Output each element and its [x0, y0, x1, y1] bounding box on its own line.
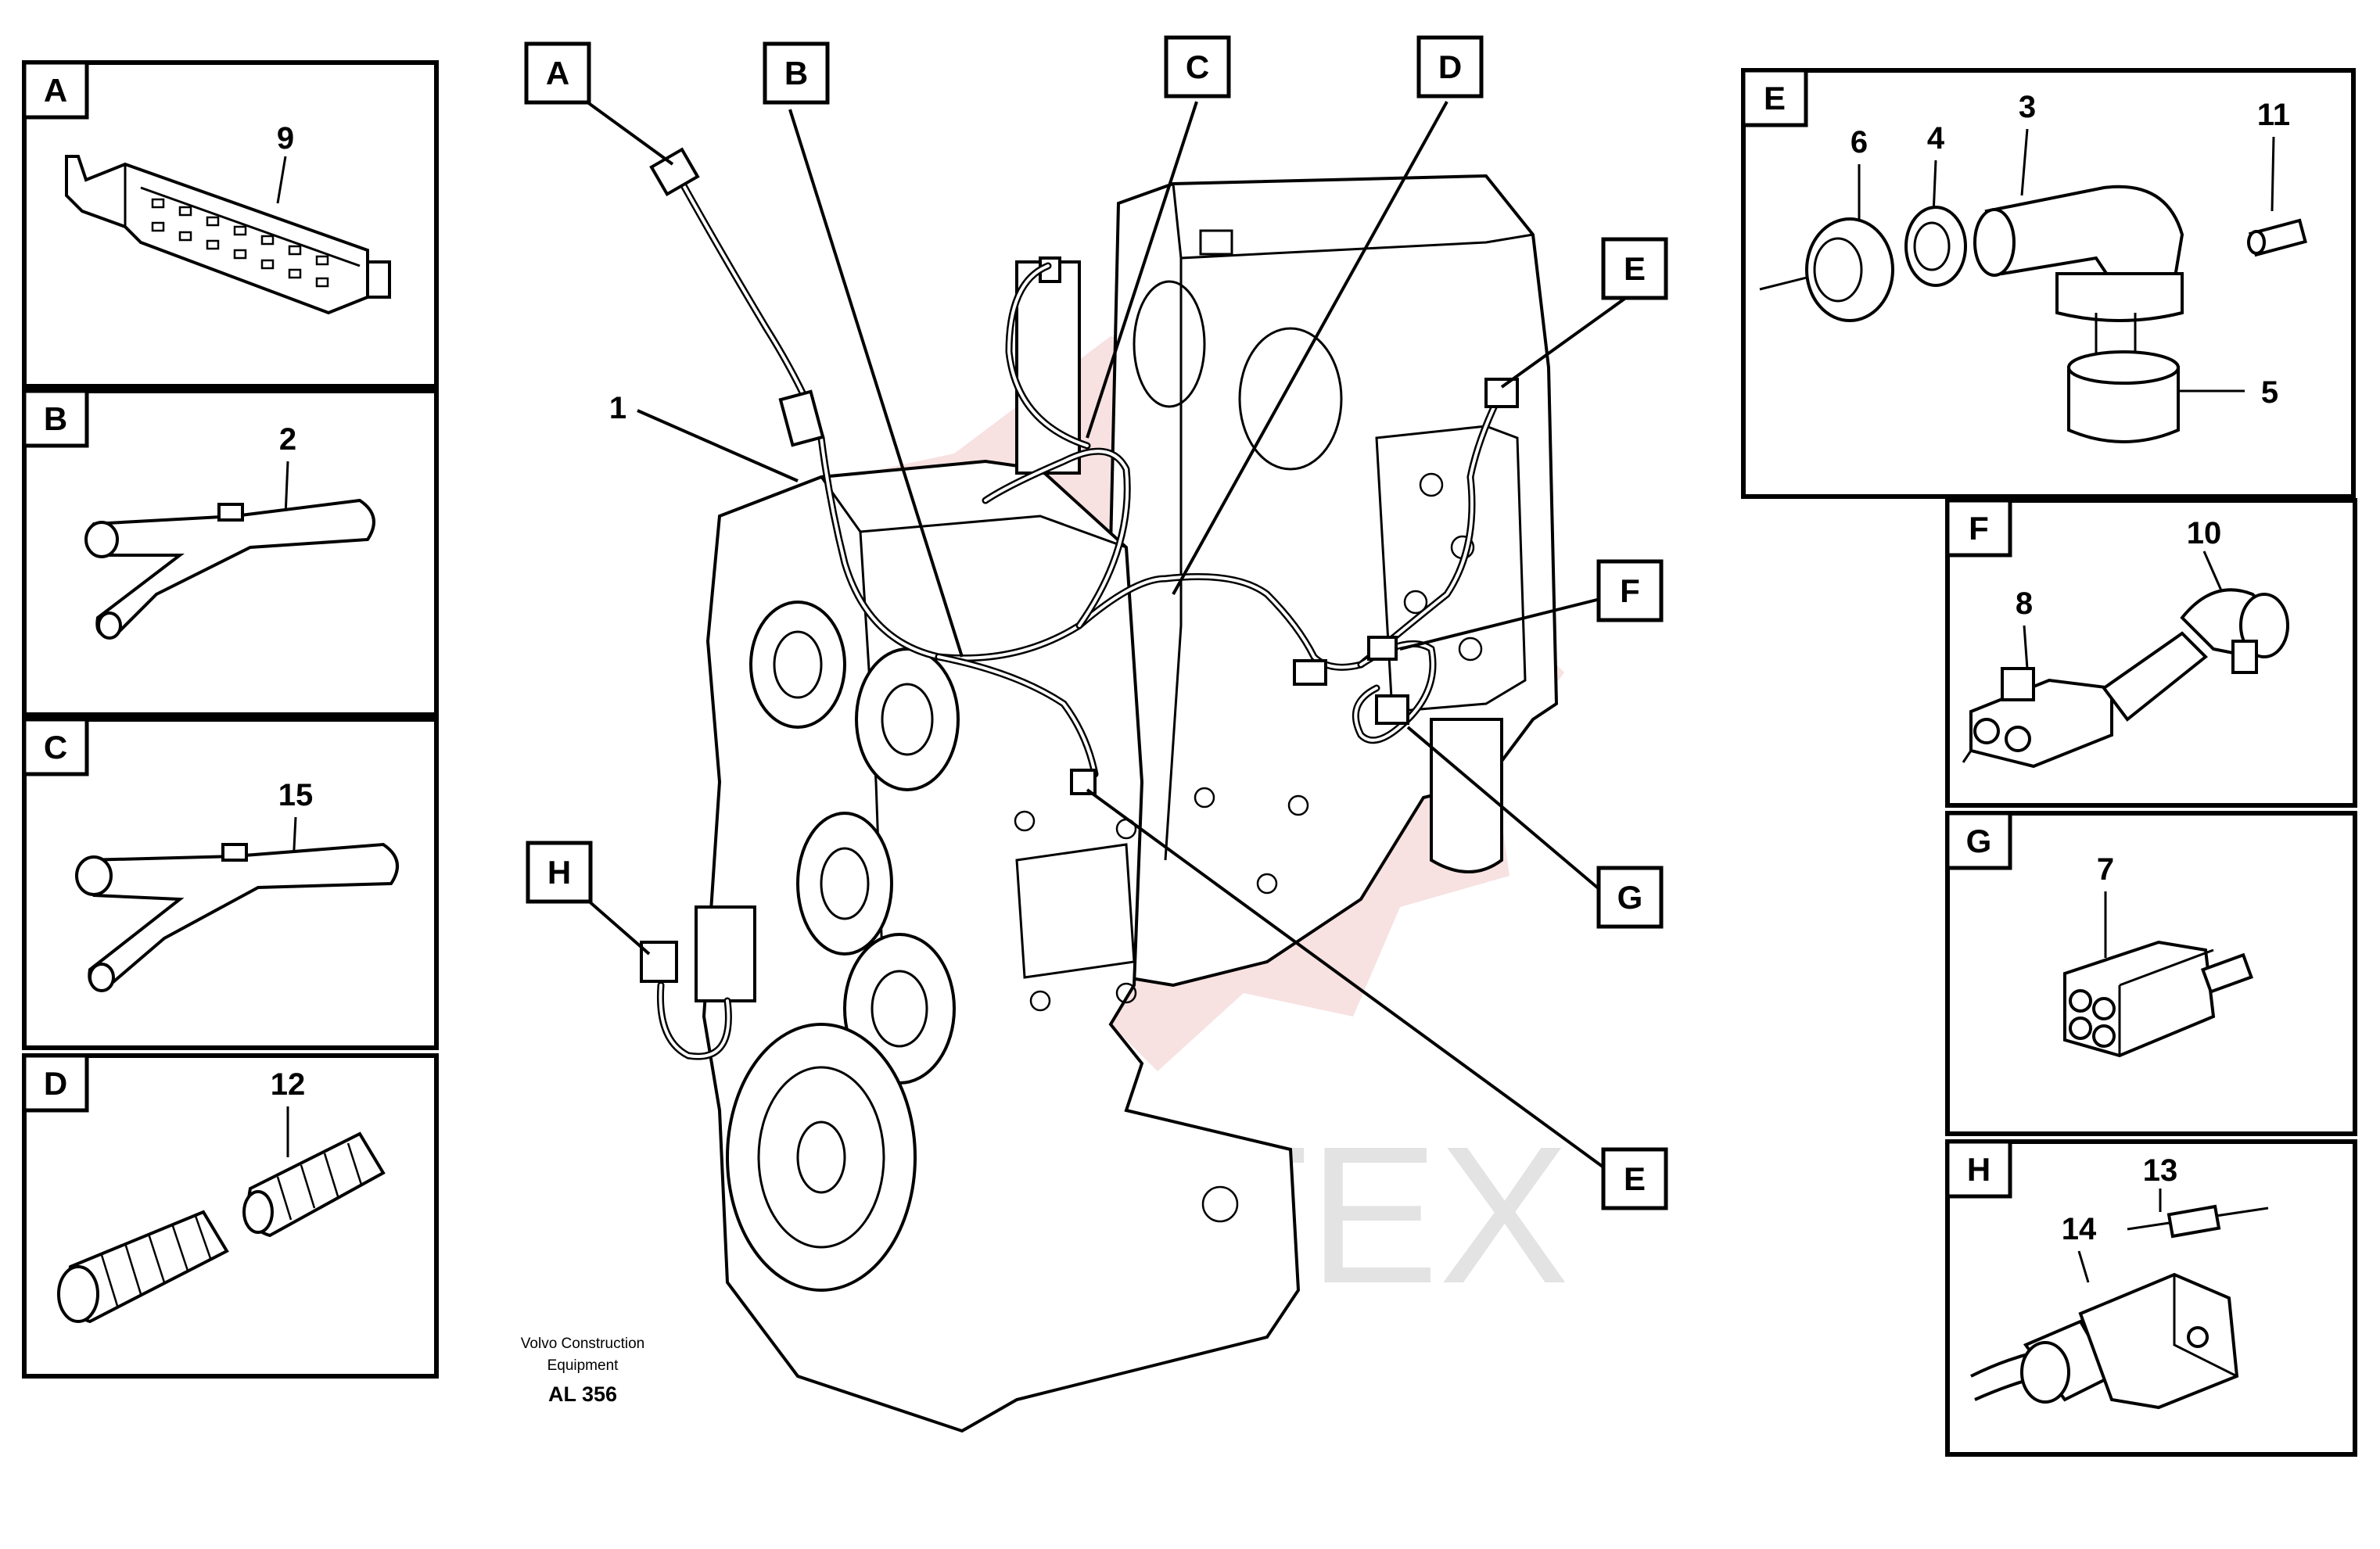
- flywheel-flange: [726, 1023, 917, 1292]
- callout-tag-h-label: H: [547, 854, 571, 891]
- part-number-13: 13: [2143, 1153, 2178, 1188]
- detail-panel-b-letter: B: [44, 400, 67, 437]
- callout-tag-e-top: E: [1601, 237, 1668, 300]
- flange-low: [796, 812, 893, 956]
- callout-tag-b: B: [763, 41, 830, 105]
- callout-tag-d-label: D: [1438, 48, 1462, 85]
- part-number-10: 10: [2187, 516, 2222, 550]
- sensor-cap: [2067, 350, 2180, 443]
- part-number-14: 14: [2062, 1212, 2097, 1246]
- detail-panel-b: B 2: [22, 389, 439, 717]
- detail-panel-d: D 12: [22, 1053, 439, 1379]
- valve-plug-connector: [1970, 1272, 2239, 1410]
- y-branch-sleeve-c: [75, 842, 399, 992]
- corrugated-boot-large: [57, 1210, 229, 1324]
- diode-component: [2127, 1204, 2269, 1239]
- detail-panel-h: H 13 14: [1945, 1139, 2357, 1457]
- part-number-11: 11: [2257, 98, 2290, 132]
- part-number-5: 5: [2261, 375, 2278, 410]
- callout-tag-c-label: C: [1186, 48, 1209, 85]
- part-number-1: 1: [609, 391, 626, 425]
- title-line-1: Volvo Construction: [521, 1336, 644, 1352]
- detail-panel-h-letter: H: [1967, 1151, 1991, 1188]
- part-number-12: 12: [271, 1067, 306, 1102]
- callout-tag-h: H: [526, 841, 593, 904]
- part-number-4: 4: [1927, 121, 1945, 156]
- detail-panel-c: C 15: [22, 717, 439, 1050]
- callout-tag-a: A: [524, 41, 591, 105]
- angled-plug-connector: [1962, 588, 2289, 769]
- detail-panel-a-letter: A: [44, 72, 67, 109]
- callout-tag-a-label: A: [546, 55, 569, 91]
- flange-mid: [855, 647, 960, 791]
- y-branch-sleeve-b: [84, 498, 375, 640]
- corrugated-boot-small: [242, 1131, 386, 1238]
- detail-panel-f-letter: F: [1969, 510, 1989, 547]
- detail-panel-g: G 7: [1945, 811, 2357, 1136]
- callout-tag-g-label: G: [1617, 879, 1643, 916]
- detail-panel-a: A 9: [22, 60, 439, 389]
- terminal-pin: [2247, 218, 2307, 257]
- part-number-9: 9: [277, 121, 294, 156]
- callout-tag-e-top-label: E: [1624, 250, 1646, 287]
- wiring-harness: [640, 147, 1519, 1060]
- part-number-2: 2: [279, 422, 296, 457]
- title-code: AL 356: [548, 1382, 617, 1406]
- detail-panel-g-letter: G: [1966, 823, 1992, 859]
- part-number-6: 6: [1851, 125, 1868, 160]
- callout-tag-c: C: [1164, 35, 1231, 99]
- flange-top-left: [749, 601, 846, 729]
- part-number-8: 8: [2016, 586, 2033, 621]
- part-number-7: 7: [2097, 852, 2114, 887]
- callout-tag-g: G: [1596, 866, 1664, 929]
- multi-pin-connector: [65, 155, 391, 315]
- detail-panel-e: E 6 4 3 11 5: [1741, 68, 2356, 499]
- title-block: Volvo Construction Equipment AL 356: [521, 1336, 644, 1406]
- two-pin-connector: [2063, 940, 2254, 1058]
- detail-panel-d-letter: D: [44, 1065, 67, 1102]
- detail-panel-f: F 10 8: [1945, 498, 2357, 808]
- part-number-15: 15: [278, 778, 314, 812]
- callout-tag-f-label: F: [1620, 572, 1640, 609]
- detail-panel-c-letter: C: [44, 729, 67, 766]
- bolt-holes: [1014, 787, 1309, 1223]
- gearbox-illustration: [702, 174, 1559, 1433]
- part-number-3: 3: [2019, 90, 2036, 124]
- elbow-connector: [1973, 185, 2184, 360]
- callout-tag-e-bottom: E: [1601, 1147, 1668, 1210]
- seal-ring: [1904, 206, 1967, 287]
- title-line-2: Equipment: [547, 1357, 619, 1374]
- callout-tag-e-bottom-label: E: [1624, 1160, 1646, 1197]
- callout-tag-f: F: [1596, 559, 1664, 622]
- callout-tag-d: D: [1416, 35, 1484, 99]
- callout-tag-b-label: B: [784, 55, 808, 91]
- detail-panel-e-letter: E: [1764, 80, 1786, 117]
- leader-lines: [585, 100, 1628, 1174]
- cable-gland-nut: [1759, 217, 1894, 322]
